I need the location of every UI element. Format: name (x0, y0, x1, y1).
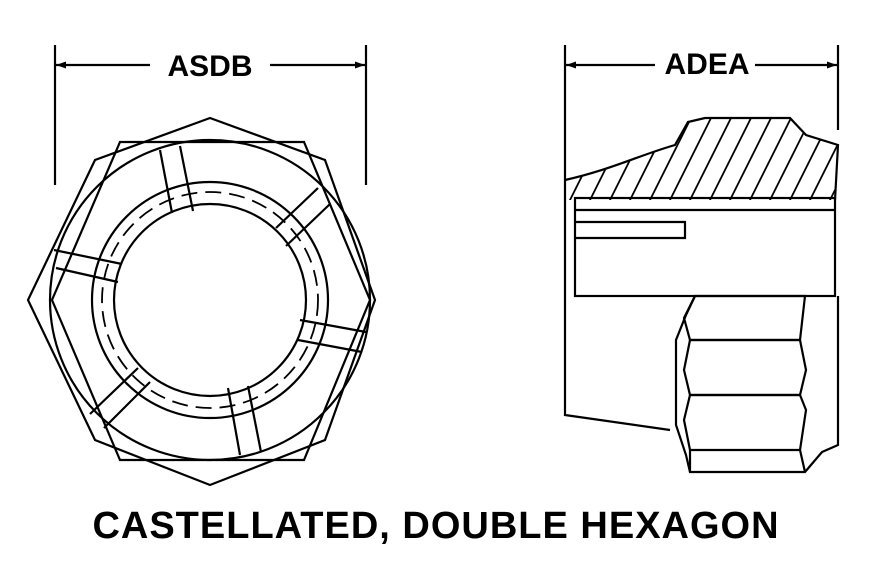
slot-line (103, 381, 151, 429)
hex-flat-upper (682, 294, 807, 342)
front-dimension-label: ASDB (167, 50, 252, 83)
slot-line (299, 318, 367, 334)
slot-line (246, 385, 263, 453)
slot-line (275, 187, 319, 229)
slot-line (178, 145, 195, 212)
thread-hidden-circle (101, 191, 319, 409)
hexagon-outer-a (50, 140, 372, 462)
slot-line (158, 149, 174, 214)
side-view: ADEA (563, 45, 840, 474)
nut-outer-circle (48, 138, 372, 462)
nut-body (573, 196, 837, 298)
side-dimension-label: ADEA (664, 48, 749, 81)
front-view: ASDB (26, 45, 377, 487)
hex-flat-middle (682, 338, 808, 397)
hexagon-outer-b (26, 116, 377, 487)
side-left-profile (563, 180, 671, 432)
bore-outer-circle (90, 180, 330, 420)
hex-lower-outline (674, 295, 840, 474)
slot-line (55, 266, 119, 284)
castellation-slots (53, 145, 367, 456)
hex-flat-lower (682, 393, 808, 452)
slot-line (226, 387, 242, 456)
drawing-caption: CASTELLATED, DOUBLE HEXAGON (92, 505, 780, 547)
bore-inner-circle (112, 202, 308, 398)
hex-edge (798, 449, 807, 473)
side-top-profile (564, 116, 840, 201)
slot-line (53, 248, 123, 266)
slot-line (297, 338, 363, 354)
slot-line (285, 203, 331, 247)
slot-line (89, 367, 139, 415)
internal-step (575, 220, 687, 240)
